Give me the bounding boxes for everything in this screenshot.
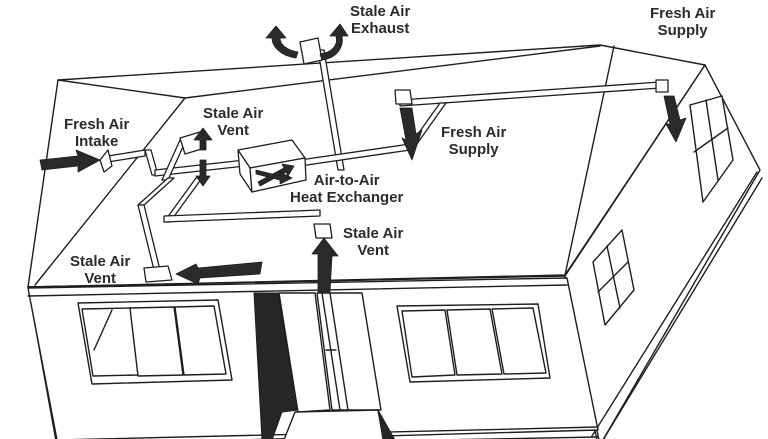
roof-hip-front-left xyxy=(34,97,186,286)
stale-vent-right-grille xyxy=(313,223,333,239)
label-stale-air-vent-left: Stale Air Vent xyxy=(70,253,130,287)
label-line: Fresh Air xyxy=(64,116,130,133)
label-fresh-air-supply-mid: Fresh Air Supply xyxy=(441,124,506,158)
supply-elbow-right xyxy=(655,79,669,93)
side-window-transom xyxy=(597,261,629,293)
stale-branch-horizontal xyxy=(163,209,321,223)
entry-shadow xyxy=(253,292,299,439)
label-line: Stale Air xyxy=(350,3,411,20)
exhaust-cap xyxy=(299,37,323,65)
entry-wall-left xyxy=(278,292,331,413)
label-line: Air-to-Air xyxy=(313,172,380,189)
label-heat-exchanger: Air-to-Air Heat Exchanger xyxy=(290,172,403,206)
fresh-supply-arrow-mid xyxy=(399,107,423,161)
door-frame-line xyxy=(321,292,341,411)
exhaust-duct xyxy=(317,49,345,171)
stale-vent-lower-arrow xyxy=(195,159,211,187)
label-line: Stale Air xyxy=(203,105,264,122)
exhaust-arrow-left xyxy=(265,25,299,59)
label-fresh-air-supply-top: Fresh Air Supply xyxy=(650,5,715,39)
label-line: Vent xyxy=(217,122,249,139)
label-line: Vent xyxy=(357,242,389,259)
window-pane-1 xyxy=(401,309,456,378)
label-line: Stale Air xyxy=(343,225,404,242)
right-foundation-line-2 xyxy=(602,177,763,439)
exchanger-flow-arrow-2 xyxy=(255,169,293,185)
exhaust-arrow-right xyxy=(319,23,349,61)
intake-hood xyxy=(99,149,113,173)
stale-vent-box-left xyxy=(143,265,173,283)
side-window-frame xyxy=(689,95,734,203)
roof-ridge xyxy=(184,45,601,99)
airflow-arrows xyxy=(39,23,687,293)
label-line: Supply xyxy=(657,22,708,39)
step-top xyxy=(283,409,385,439)
door-frame-line-2 xyxy=(329,292,349,411)
front-window-right xyxy=(396,303,551,383)
intake-arrow xyxy=(39,149,101,173)
eave-line xyxy=(27,275,566,288)
label-line: Fresh Air xyxy=(650,5,716,22)
entry-door-panel xyxy=(316,292,382,411)
window-reflection xyxy=(93,309,113,351)
roof-hip-front-right xyxy=(564,45,615,276)
window-pane-3 xyxy=(174,305,227,376)
label-stale-air-exhaust: Stale Air Exhaust xyxy=(350,3,410,37)
roof-hip-left xyxy=(57,79,186,99)
window-pane-3 xyxy=(491,307,547,375)
stale-vent-left-arrow xyxy=(175,261,263,285)
side-window-upper xyxy=(689,95,734,203)
label-line: Supply xyxy=(448,141,499,158)
label-stale-air-vent-upper: Stale Air Vent xyxy=(203,105,263,139)
front-window-left xyxy=(77,299,233,385)
stale-vent-right-arrow xyxy=(311,237,339,293)
label-line: Exhaust xyxy=(350,20,410,37)
window-pane-2 xyxy=(129,306,184,377)
label-line: Intake xyxy=(74,133,119,150)
right-foundation-line xyxy=(591,171,758,437)
entry-door xyxy=(253,292,382,439)
supply-elbow-left xyxy=(394,89,413,105)
label-line: Stale Air xyxy=(70,253,131,270)
front-fascia-line xyxy=(27,284,568,297)
entry-steps xyxy=(283,409,396,439)
side-window-transom xyxy=(693,127,729,153)
side-window-lower xyxy=(592,229,635,326)
fresh-supply-arrow-right xyxy=(663,95,687,143)
label-line: Fresh Air xyxy=(441,124,507,141)
window-pane-2 xyxy=(446,308,503,376)
label-fresh-air-intake: Fresh Air Intake xyxy=(64,116,129,150)
stale-vent-upper-arrow xyxy=(193,127,213,151)
label-line: Heat Exchanger xyxy=(290,189,404,206)
label-stale-air-vent-right: Stale Air Vent xyxy=(343,225,403,259)
step-side-shadow xyxy=(377,409,396,439)
label-line: Vent xyxy=(84,270,116,287)
